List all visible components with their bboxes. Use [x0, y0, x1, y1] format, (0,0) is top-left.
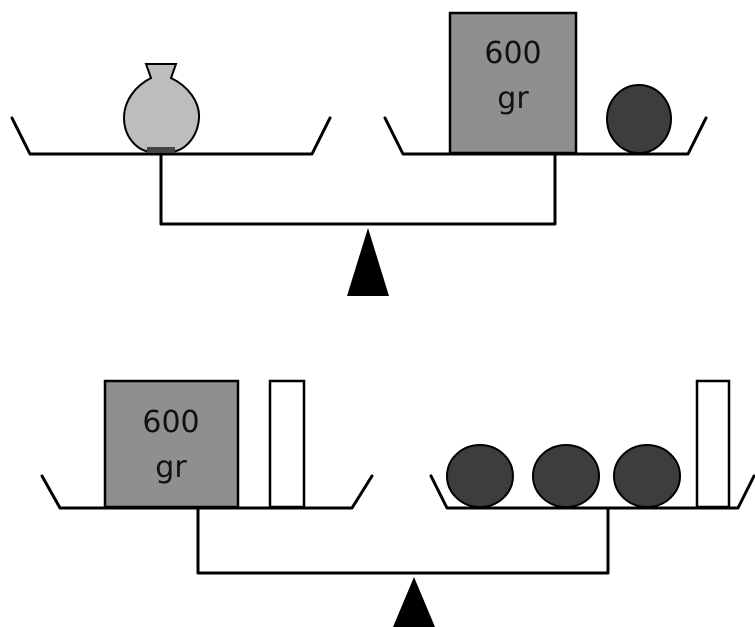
ball-icon	[613, 444, 681, 508]
beam	[196, 506, 610, 575]
vase-icon	[122, 63, 201, 153]
fulcrum	[347, 228, 389, 296]
fulcrum	[393, 577, 435, 627]
weight-value: 600	[142, 405, 199, 440]
ball-icon	[606, 84, 672, 154]
weight-600gr-bottom: 600 gr	[103, 379, 240, 509]
bar-icon	[268, 379, 306, 509]
left-pan	[10, 116, 332, 156]
ball-icon	[532, 444, 600, 508]
ball-icon	[446, 444, 514, 508]
beam	[159, 152, 557, 226]
right-pan	[429, 474, 755, 510]
weight-value: 600	[484, 36, 541, 71]
weight-unit: gr	[497, 81, 529, 116]
weight-600gr-top: 600 gr	[448, 11, 578, 155]
weight-unit: gr	[155, 450, 187, 485]
bar-icon	[695, 379, 731, 509]
